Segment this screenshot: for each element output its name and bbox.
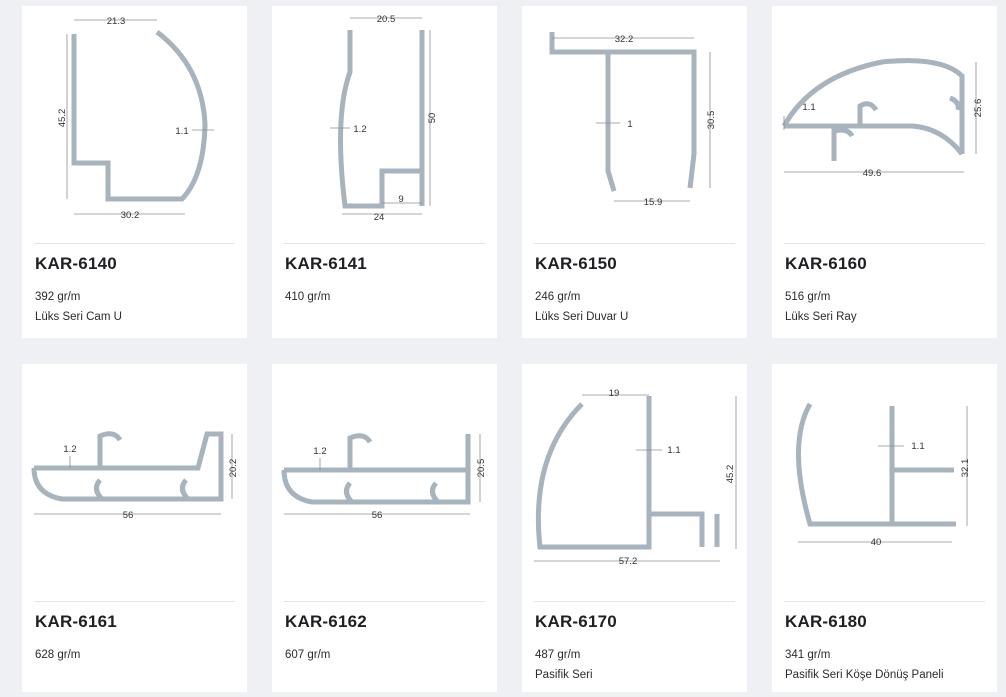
profile-drawing: 1.2 20.5 56: [281, 433, 487, 521]
product-card-kar-6140[interactable]: 21.3 45.2 1.1 30.2 KAR-6140 392 gr/m Lük…: [22, 6, 247, 338]
svg-text:56: 56: [372, 510, 383, 521]
profile-drawing: 20.5 50 1.2 24 9: [330, 14, 438, 223]
svg-text:20.5: 20.5: [377, 14, 396, 25]
product-description: Pasifik Seri: [535, 669, 593, 681]
product-description: Pasifik Seri Köşe Dönüş Paneli: [785, 669, 944, 681]
product-card-kar-6161[interactable]: 1.2 20.2 56 KAR-6161 628 gr/m: [22, 364, 247, 692]
svg-text:15.9: 15.9: [644, 197, 663, 208]
product-weight: 628 gr/m: [35, 649, 81, 661]
svg-text:21.3: 21.3: [107, 16, 126, 27]
product-code[interactable]: KAR-6162: [285, 612, 367, 631]
product-code[interactable]: KAR-6150: [535, 254, 617, 273]
svg-text:19: 19: [609, 388, 620, 399]
product-weight: 607 gr/m: [285, 649, 331, 661]
product-description: Lüks Seri Cam U: [35, 311, 122, 323]
product-card-kar-6150[interactable]: 32.2 30.5 1 15.9 KAR-6150 246 gr/m Lüks …: [522, 6, 747, 338]
svg-text:1.1: 1.1: [175, 126, 188, 137]
profile-drawing: 32.2 30.5 1 15.9: [549, 32, 717, 208]
svg-text:20.5: 20.5: [476, 459, 487, 478]
svg-text:40: 40: [871, 537, 882, 548]
svg-text:57.2: 57.2: [619, 556, 638, 567]
product-code[interactable]: KAR-6180: [785, 612, 867, 631]
product-code[interactable]: KAR-6161: [35, 612, 117, 631]
profile-drawing: 1.1 32.1 40: [796, 402, 971, 548]
svg-text:1.1: 1.1: [911, 441, 924, 452]
product-code[interactable]: KAR-6170: [535, 612, 617, 631]
svg-text:1.2: 1.2: [353, 124, 366, 135]
product-card-kar-6170[interactable]: 19 1.1 45.2 57.2 KAR-6170 487 gr/m Pasif…: [522, 364, 747, 692]
product-weight: 516 gr/m: [785, 291, 831, 303]
svg-text:1: 1: [627, 119, 632, 130]
card-divider: [34, 243, 235, 244]
product-description: Lüks Seri Ray: [785, 311, 857, 323]
svg-text:1.2: 1.2: [63, 444, 76, 455]
card-divider: [784, 601, 985, 602]
svg-text:25.6: 25.6: [973, 99, 984, 118]
product-code[interactable]: KAR-6160: [785, 254, 867, 273]
svg-text:45.2: 45.2: [57, 109, 68, 128]
card-divider: [284, 243, 485, 244]
product-code[interactable]: KAR-6141: [285, 254, 367, 273]
product-weight: 246 gr/m: [535, 291, 581, 303]
svg-text:45.2: 45.2: [725, 465, 736, 484]
card-divider: [284, 601, 485, 602]
svg-text:32.2: 32.2: [615, 34, 634, 45]
product-card-kar-6141[interactable]: 20.5 50 1.2 24 9 KAR-6141 410 gr/m: [272, 6, 497, 338]
svg-text:1.2: 1.2: [313, 446, 326, 457]
product-weight: 487 gr/m: [535, 649, 581, 661]
product-card-kar-6162[interactable]: 1.2 20.5 56 KAR-6162 607 gr/m: [272, 364, 497, 692]
product-weight: 392 gr/m: [35, 291, 81, 303]
svg-text:1.1: 1.1: [802, 102, 815, 113]
svg-text:30.5: 30.5: [706, 111, 717, 130]
product-description: Lüks Seri Duvar U: [535, 311, 629, 323]
svg-text:9: 9: [398, 194, 403, 205]
svg-text:24: 24: [374, 212, 385, 223]
card-divider: [34, 601, 235, 602]
svg-text:30.2: 30.2: [121, 210, 140, 221]
card-divider: [534, 601, 735, 602]
card-divider: [534, 243, 735, 244]
svg-text:32.1: 32.1: [960, 459, 971, 478]
product-weight: 410 gr/m: [285, 291, 331, 303]
svg-text:20.2: 20.2: [228, 459, 239, 478]
card-divider: [784, 243, 985, 244]
product-weight: 341 gr/m: [785, 649, 831, 661]
profile-drawing: 19 1.1 45.2 57.2: [534, 388, 737, 567]
svg-text:56: 56: [123, 510, 134, 521]
product-code[interactable]: KAR-6140: [35, 254, 117, 273]
profile-drawing: 1.2 20.2 56: [31, 431, 239, 521]
svg-text:1.1: 1.1: [667, 445, 680, 456]
svg-text:50: 50: [427, 113, 438, 124]
product-card-kar-6160[interactable]: 1.1 25.6 49.6 KAR-6160 516 gr/m Lüks Ser…: [772, 6, 997, 338]
profile-drawing: 1.1 25.6 49.6: [781, 58, 984, 179]
product-card-kar-6180[interactable]: 1.1 32.1 40 KAR-6180 341 gr/m Pasifik Se…: [772, 364, 997, 692]
svg-text:49.6: 49.6: [863, 168, 882, 179]
profile-drawing: 21.3 45.2 1.1 30.2: [57, 16, 214, 221]
